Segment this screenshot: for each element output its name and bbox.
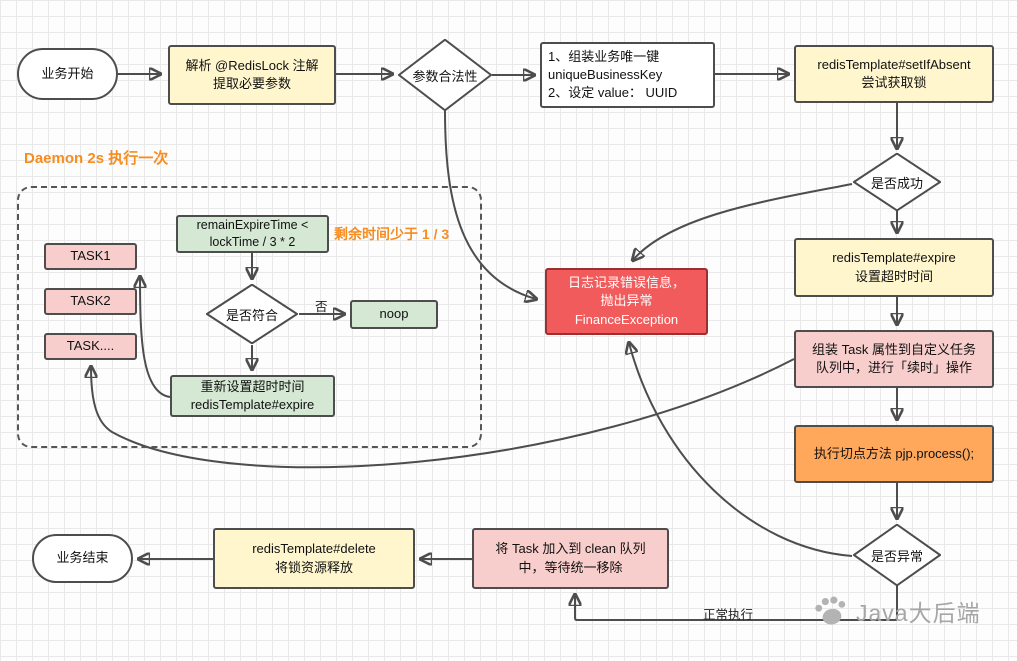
diamond-shape <box>853 153 941 211</box>
node-release-lock: redisTemplate#delete 将锁资源释放 <box>213 528 415 589</box>
paw-icon <box>815 596 846 625</box>
node-noop: noop <box>350 300 438 329</box>
node-start: 业务开始 <box>17 48 118 100</box>
node-remain-check: remainExpireTime < lockTime / 3 * 2 <box>176 215 329 253</box>
node-task2: TASK2 <box>44 288 137 315</box>
node-param-check-label: 参数合法性 <box>412 68 478 84</box>
node-match-check-label: 是否符合 <box>225 307 278 323</box>
diamond-shape <box>398 39 492 111</box>
node-error-log: 日志记录错误信息， 抛出异常 FinanceException <box>545 268 708 335</box>
node-set-expire: redisTemplate#expire 设置超时时间 <box>794 238 994 297</box>
node-reset-expire: 重新设置超时时间 redisTemplate#expire <box>170 375 335 417</box>
edge-assemble-taskqueue <box>91 358 795 469</box>
node-success-check: 是否成功 <box>853 153 941 211</box>
watermark-text: Java大后端 <box>856 600 981 626</box>
edge-paramcheck-errorlog <box>444 110 536 299</box>
node-exception-check-label: 是否异常 <box>870 548 923 564</box>
node-assemble-task: 组装 Task 属性到自定义任务 队列中，进行「续时」操作 <box>794 330 994 388</box>
node-invoke-pjp: 执行切点方法 pjp.process(); <box>794 425 994 483</box>
remain-note: 剩余时间少于 1 / 3 <box>334 226 450 242</box>
daemon-note: Daemon 2s 执行一次 <box>24 150 169 167</box>
edge-exceptioncheck-errorlog <box>629 343 853 557</box>
node-exception-check: 是否异常 <box>853 524 941 586</box>
node-parse-annotation: 解析 @RedisLock 注解 提取必要参数 <box>168 45 336 105</box>
edge-successcheck-errorlog <box>633 183 853 260</box>
edge-label-normal: 正常执行 <box>703 608 754 622</box>
diamond-shape <box>853 524 941 586</box>
daemon-container <box>17 186 482 448</box>
node-clean-queue: 将 Task 加入到 clean 队列 中，等待统一移除 <box>472 528 669 589</box>
node-success-check-label: 是否成功 <box>870 175 923 191</box>
diamond-shape <box>206 284 298 344</box>
node-task-more: TASK.... <box>44 333 137 360</box>
edge-exceptioncheck-cleanqueue <box>575 586 898 621</box>
edge-reset-task1 <box>140 277 171 398</box>
watermark: Java大后端 <box>812 594 981 628</box>
node-build-key: 1、组装业务唯一键 uniqueBusinessKey 2、设定 value： … <box>540 42 715 108</box>
edge-label-no: 否 <box>315 300 328 314</box>
node-acquire-lock: redisTemplate#setIfAbsent 尝试获取锁 <box>794 45 994 103</box>
node-end: 业务结束 <box>32 534 133 583</box>
node-match-check: 是否符合 <box>206 284 298 344</box>
node-param-check: 参数合法性 <box>398 39 492 111</box>
node-task1: TASK1 <box>44 243 137 270</box>
